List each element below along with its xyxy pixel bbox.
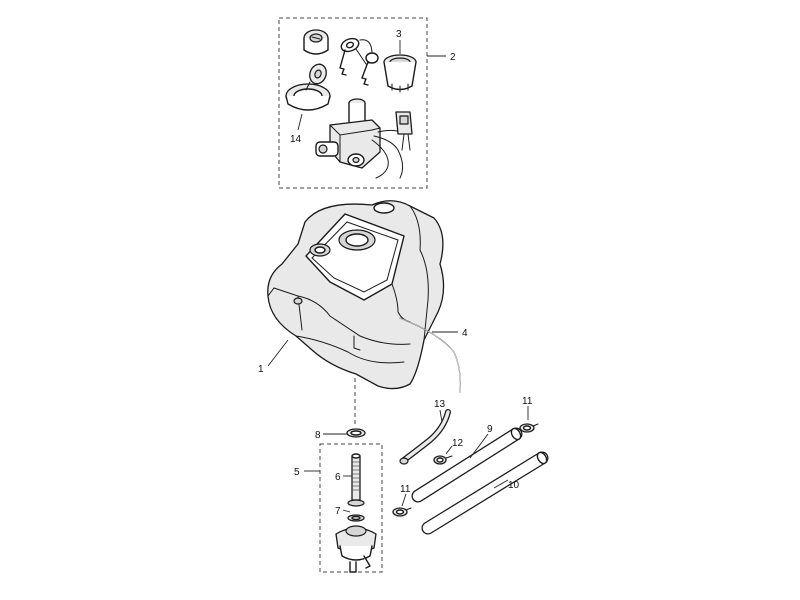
leader-line-10 <box>493 479 509 489</box>
callout-12: 12 <box>452 438 464 449</box>
ignition-switch-assembly <box>315 98 413 179</box>
callout-7: 7 <box>335 506 341 517</box>
leader-line-7 <box>342 509 351 513</box>
callout-11b: 11 <box>400 484 411 495</box>
hose-clamp-11-upper <box>519 423 539 433</box>
fuel-tank <box>267 200 445 390</box>
fuel-hose-9 <box>411 427 523 503</box>
callout-10: 10 <box>508 480 520 491</box>
lock-cylinder <box>303 29 329 55</box>
leader-line-14 <box>297 113 303 131</box>
seat-lock-cap <box>383 54 417 93</box>
callout-9: 9 <box>487 424 493 435</box>
callout-11a: 11 <box>522 396 533 407</box>
callout-2: 2 <box>450 52 456 63</box>
leader-line-11b <box>401 493 407 507</box>
leader-line-12 <box>445 445 453 455</box>
callout-13: 13 <box>434 399 446 410</box>
leader-line-1 <box>267 339 289 367</box>
callout-4: 4 <box>462 328 468 339</box>
callout-5: 5 <box>294 467 300 478</box>
fuel-cock <box>335 453 377 573</box>
callout-8: 8 <box>315 430 321 441</box>
hose-clamp-12 <box>433 455 453 465</box>
hose-clamp-8 <box>346 428 366 438</box>
fuel-hose-10 <box>421 451 549 535</box>
fuel-hose-13 <box>399 409 451 465</box>
lock-set-group-box <box>278 17 428 189</box>
ignition-keys <box>339 37 379 86</box>
fuel-filler-cap <box>285 63 331 111</box>
callout-3: 3 <box>396 29 402 40</box>
callout-14: 14 <box>290 134 302 145</box>
leader-line-9 <box>469 433 489 459</box>
hose-clamp-11-lower <box>392 507 412 517</box>
callout-1: 1 <box>258 364 264 375</box>
callout-6: 6 <box>335 472 341 483</box>
leader-line-13 <box>439 409 443 423</box>
